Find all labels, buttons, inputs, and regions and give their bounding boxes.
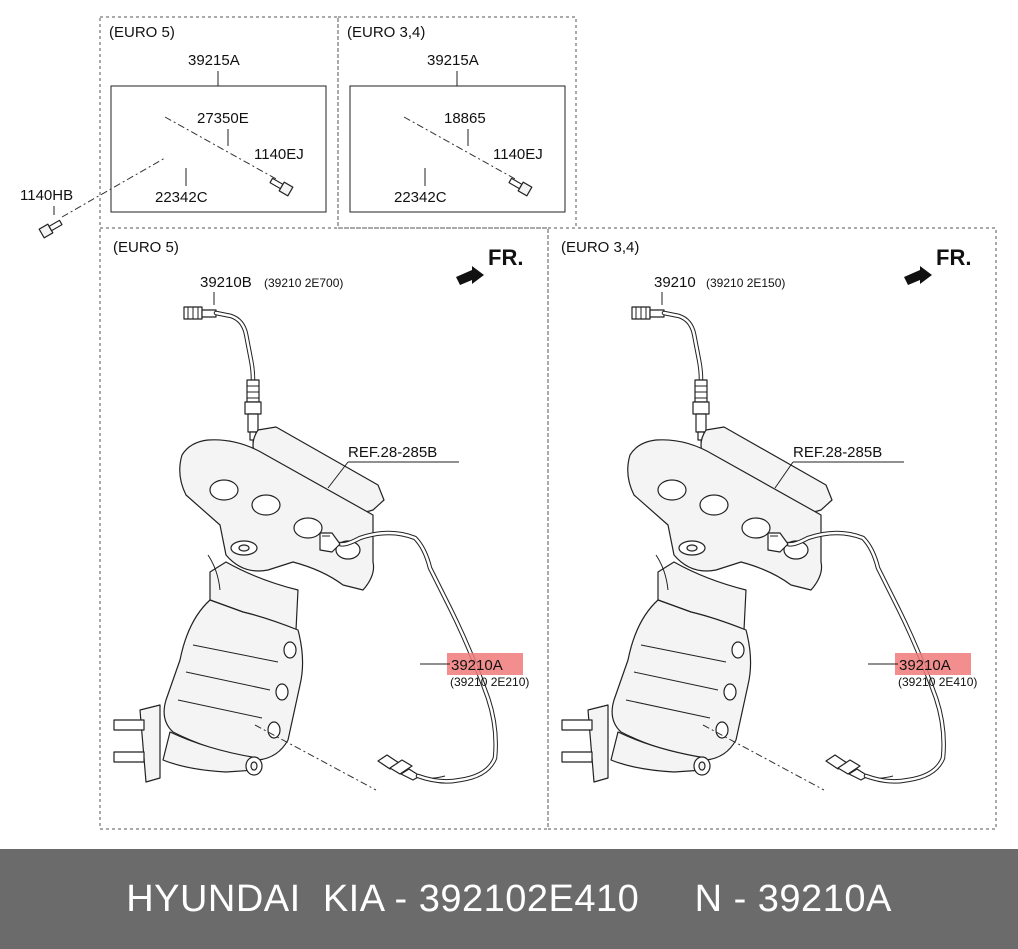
bottom-left-lower-sensor-label: 39210A bbox=[451, 657, 503, 674]
top-right-panel-title: (EURO 3,4) bbox=[347, 24, 425, 41]
bottom-right-panel-title: (EURO 3,4) bbox=[561, 239, 639, 256]
bottom-left-panel-title: (EURO 5) bbox=[113, 239, 179, 256]
top-left-bolt-label: 1140EJ bbox=[254, 146, 304, 163]
bottom-left-highlight bbox=[447, 653, 523, 675]
top-right-bolt-label: 1140EJ bbox=[493, 146, 543, 163]
bottom-left-lower-sensor-code: (39210 2E210) bbox=[450, 675, 529, 689]
outer-bolt-icon bbox=[38, 219, 63, 239]
bottom-left-reference-leader bbox=[327, 461, 349, 489]
bottom-right-lower-sensor-label: 39210A bbox=[899, 657, 951, 674]
bottom-left-lower-sensor-centerline bbox=[254, 724, 377, 791]
bottom-right-lower-sensor-centerline bbox=[702, 724, 825, 791]
bottom-left-upper-sensor-icon bbox=[184, 307, 261, 440]
bottom-left-front-label: FR. bbox=[488, 245, 523, 270]
bottom-right-highlight bbox=[895, 653, 971, 675]
top-left-assembly-label: 39215A bbox=[188, 52, 240, 69]
bottom-right-upper-sensor-label: 39210 bbox=[654, 274, 696, 291]
bottom-left-upper-sensor-label: 39210B bbox=[200, 274, 252, 291]
top-right-assembly-label: 39215A bbox=[427, 52, 479, 69]
bottom-right-reference-leader bbox=[774, 461, 794, 489]
bottom-left-upper-sensor-code: (39210 2E700) bbox=[264, 276, 343, 290]
top-left-bolt-icon bbox=[269, 177, 294, 197]
top-right-part-b-label: 22342C bbox=[394, 189, 447, 206]
top-right-part-a-label: 18865 bbox=[444, 110, 486, 127]
top-left-part-a-label: 27350E bbox=[197, 110, 249, 127]
bottom-right-reference-label: REF.28-285B bbox=[793, 444, 882, 461]
top-right-kit-frame bbox=[349, 85, 566, 213]
bottom-right-upper-sensor-code: (39210 2E150) bbox=[706, 276, 785, 290]
footer-bar: HYUNDAI KIA - 392102E410 N - 39210A bbox=[0, 849, 1018, 949]
bottom-right-front-arrow-icon bbox=[904, 266, 932, 285]
top-right-centerline bbox=[403, 116, 518, 181]
bottom-left-manifold-icon bbox=[113, 426, 385, 783]
bottom-left-front-arrow-icon bbox=[456, 266, 484, 285]
top-left-part-b-label: 22342C bbox=[155, 189, 208, 206]
bottom-right-panel-border bbox=[547, 227, 997, 830]
bottom-left-reference-label: REF.28-285B bbox=[348, 444, 437, 461]
bottom-right-upper-sensor-icon bbox=[632, 307, 709, 440]
top-left-kit-frame bbox=[110, 85, 327, 213]
bottom-right-manifold-icon bbox=[561, 426, 833, 783]
bottom-right-front-label: FR. bbox=[936, 245, 971, 270]
parts-diagram: (EURO 5) (EURO 3,4) 39215A 39215A 27350E… bbox=[20, 16, 997, 830]
top-left-panel-title: (EURO 5) bbox=[109, 24, 175, 41]
footer-part-numbers: HYUNDAI KIA - 392102E410 N - 39210A bbox=[126, 877, 892, 920]
bottom-right-lower-sensor-code: (39210 2E410) bbox=[898, 675, 977, 689]
outer-bolt-centerline bbox=[61, 157, 166, 218]
top-right-bolt-icon bbox=[508, 177, 533, 197]
top-left-centerline bbox=[164, 116, 279, 181]
bottom-left-panel-border bbox=[99, 227, 549, 830]
outer-bolt-label: 1140HB bbox=[20, 187, 73, 204]
top-right-panel-border bbox=[337, 16, 577, 229]
